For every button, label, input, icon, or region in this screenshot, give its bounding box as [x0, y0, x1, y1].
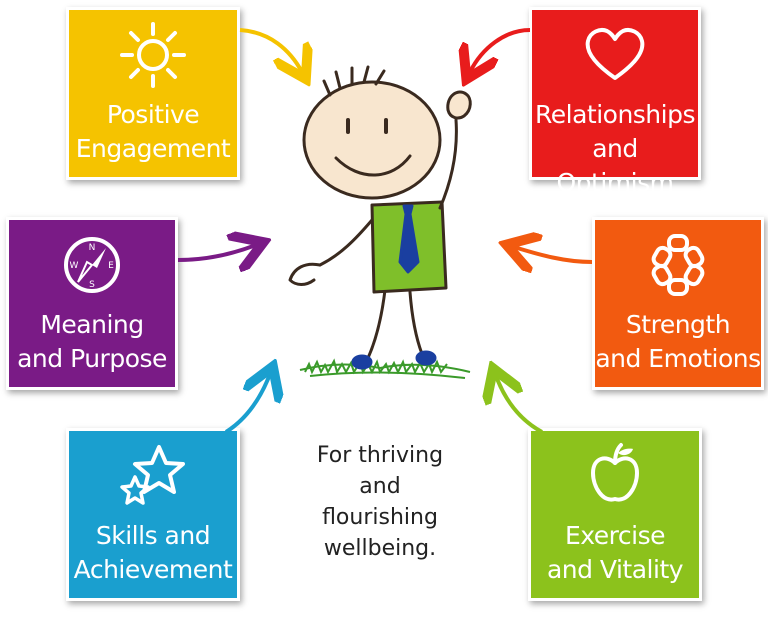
center-caption-line: and flourishing — [322, 474, 438, 530]
stars-icon — [120, 445, 185, 505]
center-caption-line: For thriving — [316, 443, 444, 468]
arrow-exercise — [496, 376, 543, 434]
sun-icon — [120, 22, 186, 88]
arrow-skills — [224, 374, 270, 434]
center-caption: For thriving and flourishing wellbeing. — [300, 440, 460, 564]
arrow-positive — [239, 28, 302, 72]
arrow-meaning — [177, 245, 256, 260]
arrow-relationships — [470, 28, 531, 72]
svg-text:N: N — [89, 243, 96, 253]
center-caption-line: wellbeing. — [323, 536, 437, 561]
grass — [299, 358, 471, 379]
svg-text:E: E — [108, 261, 114, 271]
stick-figure — [288, 65, 472, 370]
svg-text:W: W — [70, 261, 79, 271]
apple-icon — [591, 443, 639, 502]
chain-icon — [651, 234, 705, 296]
compass-icon: N S W E — [64, 237, 120, 293]
svg-text:S: S — [89, 280, 95, 290]
heart-icon — [585, 28, 645, 80]
arrow-strength — [514, 247, 593, 262]
